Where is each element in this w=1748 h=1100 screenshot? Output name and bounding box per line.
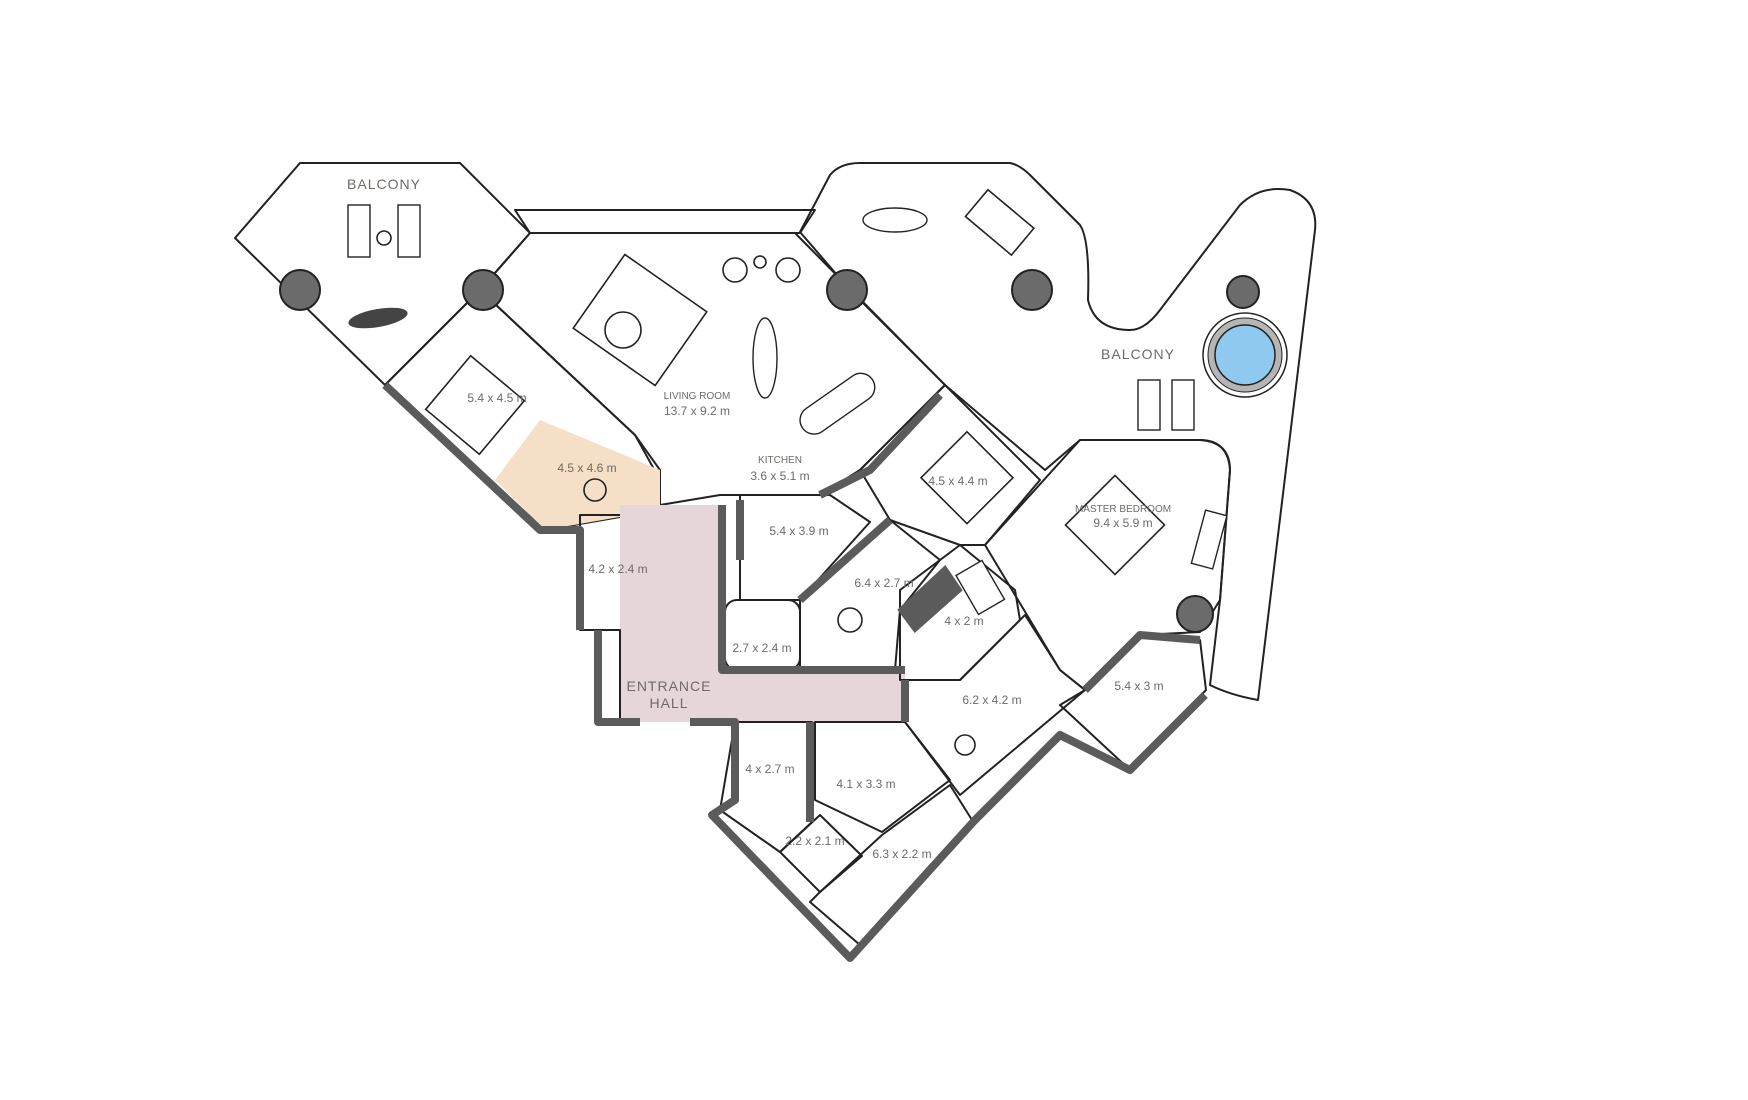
walls: [382, 382, 1208, 962]
top-terrace-strip: [514, 209, 816, 234]
utility-size: 5.4 x 3.9 m: [769, 524, 828, 538]
room-bottom-b-size: 4.1 x 3.3 m: [836, 777, 895, 791]
coffee-table: [604, 311, 642, 349]
column: [1176, 595, 1214, 633]
sun-lounger: [397, 204, 421, 258]
master-dressing-size: 6.2 x 4.2 m: [962, 693, 1021, 707]
master-bedroom-area[interactable]: [984, 439, 1231, 691]
round-rug: [954, 734, 976, 756]
column: [826, 269, 868, 311]
sun-lounger: [347, 204, 371, 258]
master-bedroom-label: MASTER BEDROOM: [1075, 504, 1171, 515]
bath-left-size: 4.2 x 2.4 m: [588, 562, 647, 576]
dressing-mid-size: 6.4 x 2.7 m: [854, 576, 913, 590]
master-bath-size: 5.4 x 3 m: [1114, 679, 1163, 693]
sun-lounger: [1137, 379, 1161, 431]
bath-bottom-size: 2.2 x 2.1 m: [785, 834, 844, 848]
bath-mid-size: 4 x 2 m: [944, 614, 983, 628]
master-bedroom-size: 9.4 x 5.9 m: [1093, 516, 1152, 530]
dressing-left-area[interactable]: [495, 420, 660, 530]
living-room-label: LIVING ROOM: [664, 391, 731, 402]
balcony-right-label: BALCONY: [1101, 346, 1175, 362]
kitchen-island: [799, 372, 876, 435]
utility-area[interactable]: [739, 494, 871, 601]
bathtub: [955, 559, 1006, 616]
bed-master: [1064, 474, 1166, 576]
room-labels: BALCONY BALCONY LIVING ROOM 13.7 x 9.2 m…: [347, 176, 1175, 861]
kitchen-label: KITCHEN: [758, 455, 802, 466]
bath-bottom-area[interactable]: [779, 814, 863, 893]
kitchen-size: 3.6 x 5.1 m: [750, 469, 809, 483]
entrance-hall-label-2: HALL: [649, 695, 688, 711]
columns: [279, 269, 1260, 633]
furniture: [347, 188, 1228, 756]
entrance-hall-label-1: ENTRANCE: [626, 678, 711, 694]
balcony-left-label: BALCONY: [347, 176, 421, 192]
armchair: [775, 257, 801, 283]
room-bottom-b-area[interactable]: [814, 721, 951, 833]
pool: [1214, 324, 1276, 386]
bedroom-left-size: 5.4 x 4.5 m: [467, 391, 526, 405]
bath-small-area[interactable]: [724, 599, 801, 671]
bath-small-size: 2.7 x 2.4 m: [732, 641, 791, 655]
daybed: [964, 188, 1036, 257]
bed-mid: [919, 430, 1015, 525]
bed-left: [424, 354, 526, 456]
living-room-size: 13.7 x 9.2 m: [664, 404, 730, 418]
column: [279, 269, 321, 311]
bedroom-mid-size: 4.5 x 4.4 m: [928, 474, 987, 488]
entrance-hall-area[interactable]: [620, 505, 905, 722]
room-bottom-a-size: 4 x 2.7 m: [745, 762, 794, 776]
round-rug: [583, 478, 607, 502]
outdoor-dining: [862, 207, 928, 233]
side-table: [376, 230, 392, 246]
kitchen-block: [897, 564, 963, 633]
armchair: [722, 257, 748, 283]
bench: [1190, 509, 1228, 570]
side-table: [753, 255, 767, 269]
sun-lounger: [1171, 379, 1195, 431]
balcony-right-area[interactable]: [799, 162, 1317, 701]
room-bottom-c-size: 6.3 x 2.2 m: [872, 847, 931, 861]
round-rug: [837, 607, 863, 633]
plant: [348, 307, 408, 329]
dressing-left-size: 4.5 x 4.6 m: [557, 461, 616, 475]
sofa: [572, 253, 708, 387]
column: [1011, 269, 1053, 311]
column: [1226, 275, 1260, 309]
dining-table: [752, 317, 778, 399]
column: [462, 269, 504, 311]
